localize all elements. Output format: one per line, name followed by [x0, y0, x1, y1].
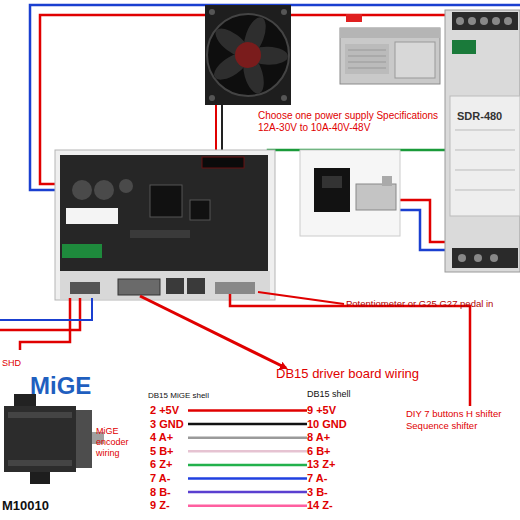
node-text: 4 A+: [150, 431, 173, 444]
pin-label: 10 GND: [307, 418, 353, 431]
din-power-supply: [445, 10, 520, 272]
pin-label: 9 Z-: [150, 499, 188, 512]
cooling-fan: [205, 5, 291, 105]
column-heading: DB15 shell: [307, 389, 351, 399]
fan-wire: [215, 104, 217, 155]
wire-connector: [188, 450, 307, 453]
pin-label: 6 Z+: [150, 458, 188, 471]
pin-label: 8 B-: [150, 486, 188, 499]
node-text: 6 B+: [307, 445, 331, 458]
column-heading: DB15 MiGE shell: [148, 391, 209, 400]
pin-label: 6 B+: [307, 445, 353, 458]
fan-wire: [221, 104, 223, 155]
motor-cable: [20, 298, 70, 355]
motor-cable: [0, 298, 92, 320]
node-text: 9 +5V: [307, 404, 336, 417]
controller-board: [55, 150, 275, 300]
pin-label: 2 +5V: [150, 404, 188, 417]
motor-cable: [0, 298, 80, 330]
node-text: 3 GND: [150, 418, 184, 431]
ac-inlet-filter: [300, 150, 400, 236]
node-text: 6 Z+: [150, 458, 172, 471]
leader-line: [258, 292, 344, 304]
wire-connector: [188, 477, 307, 480]
node-text: 8 B-: [150, 486, 171, 499]
wire-connector: [188, 423, 307, 426]
cable-label: SHD: [2, 358, 21, 368]
pin-label: 8 A+: [307, 431, 353, 444]
node-text: 2 +5V: [150, 404, 179, 417]
note-text: Potentiometer or G25 G27 pedal in: [346, 298, 493, 309]
pin-label: 3 B-: [307, 486, 353, 499]
node-text: 7 A-: [150, 472, 170, 485]
pin-label: 3 GND: [150, 418, 188, 431]
wire-connector: [188, 436, 307, 439]
node-text: 8 A+: [307, 431, 330, 444]
pin-label: 13 Z+: [307, 458, 353, 471]
wire-connector: [188, 504, 307, 507]
motor-box: MiGEMiGE encoder wiringM10010: [0, 350, 146, 520]
enclosed-power-supply: [340, 14, 440, 84]
note-text: Choose one power supply Specifications 1…: [258, 110, 444, 134]
node-text: 9 Z-: [150, 499, 170, 512]
node-text: 10 GND: [307, 418, 347, 431]
pin-label: 7 A-: [307, 472, 353, 485]
wire-connector: [188, 491, 307, 494]
node-text: 13 Z+: [307, 458, 335, 471]
servo-motor: [0, 350, 146, 520]
node-text: 14 Z-: [307, 499, 333, 512]
node-text: MiGE: [30, 372, 91, 400]
node-text: 7 A-: [307, 472, 327, 485]
pin-label: 9 +5V: [307, 404, 353, 417]
node-text: 3 B-: [307, 486, 328, 499]
wire-connector: [188, 409, 307, 412]
pin-label: 7 A-: [150, 472, 188, 485]
power-supply-box: SDR-480: [445, 10, 520, 272]
node-text: MiGE encoder wiring: [96, 426, 144, 459]
leader-line: [230, 294, 470, 406]
node-text: 5 B+: [150, 445, 174, 458]
node-text: M10010: [2, 498, 49, 513]
wire-connector: [188, 464, 307, 467]
pin-label: 4 A+: [150, 431, 188, 444]
section-heading: DB15 driver board wiring: [276, 366, 419, 381]
pin-label: 5 B+: [150, 445, 188, 458]
note-text: DIY 7 buttons H shifter Sequence shifter: [406, 408, 518, 432]
pin-label: 14 Z-: [307, 499, 353, 512]
node-text: SDR-480: [457, 110, 502, 122]
